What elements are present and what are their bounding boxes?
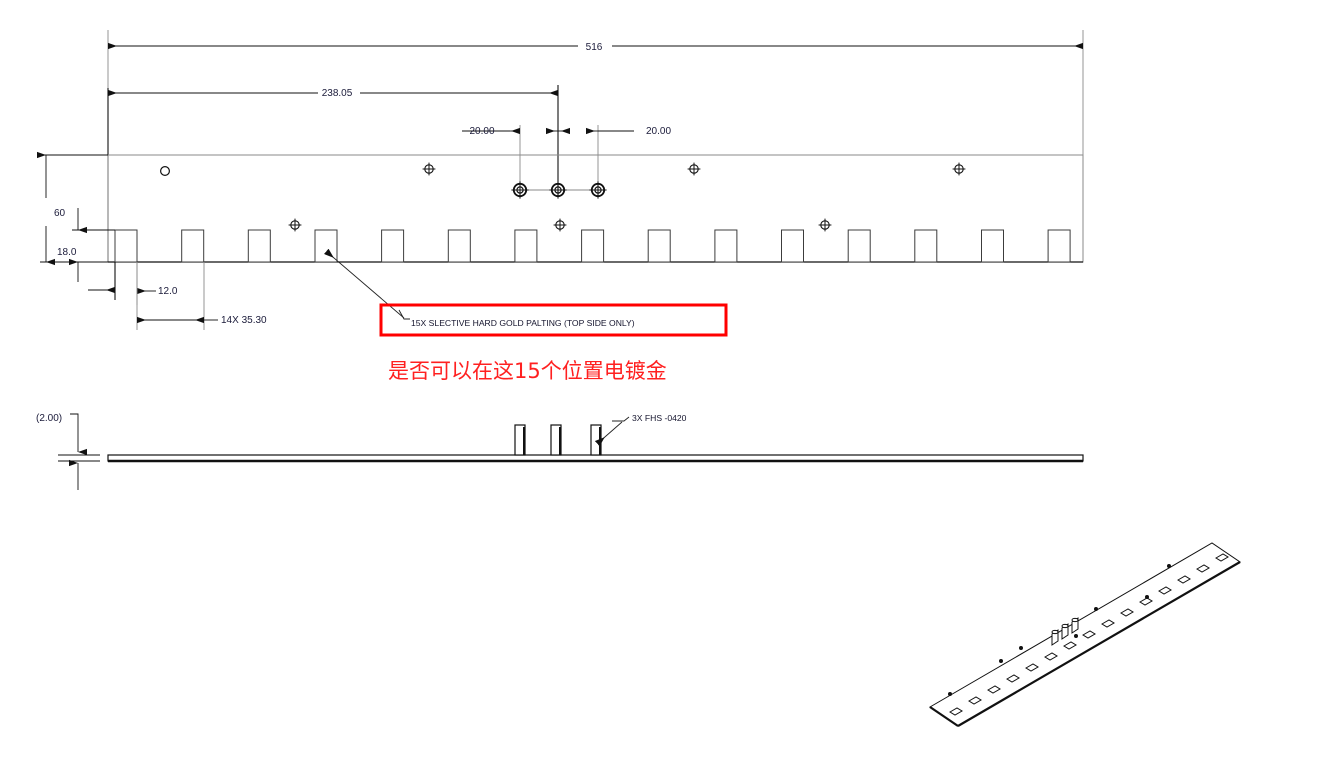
iso-standoff-1-top (1051, 629, 1059, 635)
standoff-posts (514, 424, 602, 456)
iso-tab-2 (968, 696, 982, 705)
fiducial-3 (952, 162, 966, 176)
iso-standoff-2-top (1061, 623, 1069, 629)
iso-hole-7 (1167, 564, 1171, 568)
side-view-group: (2.00) (36, 413, 1084, 490)
iso-tab-group (949, 553, 1229, 716)
dim-edge-offset (88, 262, 116, 300)
standoff-hole-group (510, 180, 608, 200)
dim-label-center-right-offset: 20.00 (646, 126, 671, 137)
fiducial-4 (288, 218, 302, 232)
dim-label-thickness: (2.00) (36, 413, 62, 424)
iso-hole-1 (948, 692, 952, 696)
tab-6 (447, 229, 471, 263)
tab-15 (1047, 229, 1071, 263)
iso-tab-4 (1006, 674, 1020, 683)
iso-hole-5 (1094, 607, 1098, 611)
isometric-view-group (929, 542, 1241, 727)
iso-hole-dots (948, 564, 1171, 696)
mounting-hole-plain (160, 166, 171, 177)
iso-tab-11 (1139, 597, 1153, 606)
dim-center-spacing: 20.00 20.00 (462, 125, 671, 186)
standoff-hole-3 (588, 180, 608, 200)
iso-hole-6 (1145, 595, 1149, 599)
iso-tab-12 (1158, 586, 1172, 595)
tab-14 (981, 229, 1004, 263)
thickness-leader (70, 413, 79, 420)
dim-label-center-left-offset: 20.00 (469, 126, 494, 137)
dim-label-tab-height: 18.0 (57, 247, 77, 258)
iso-tab-15 (1215, 553, 1229, 562)
dim-overall-height: 60 (37, 151, 108, 266)
tab-10 (714, 229, 738, 263)
iso-tab-10 (1120, 608, 1134, 617)
standoff-note-tick (612, 416, 630, 422)
tab-9 (647, 229, 671, 263)
iso-hole-2 (999, 659, 1003, 663)
iso-tab-7 (1063, 641, 1077, 650)
dim-tab-height: 18.0 (57, 208, 115, 282)
standoff-note-text: 3X FHS -0420 (632, 413, 687, 423)
gold-plating-note-box (379, 303, 728, 337)
dim-label-overall-height: 60 (54, 208, 66, 219)
gold-finger-tabs (114, 229, 1071, 263)
standoff-hole-1 (510, 180, 530, 200)
standoff-hole-2 (548, 180, 568, 200)
dim-tab-pitch: 14X 35.30 (136, 262, 267, 330)
tab-2 (181, 229, 205, 263)
dim-label-tab-pitch: 14X 35.30 (221, 315, 267, 326)
standoff-note-leader (594, 416, 630, 447)
tab-5 (381, 229, 405, 263)
iso-standoff-group (1051, 617, 1079, 646)
iso-hole-3 (1019, 646, 1023, 650)
chinese-question-text: 是否可以在这15个位置电镀金 (388, 359, 667, 383)
fiducial-5 (553, 218, 567, 232)
fiducial-2 (687, 162, 701, 176)
iso-tab-13 (1177, 575, 1191, 584)
tab-7 (514, 229, 538, 263)
fiducial-6 (818, 218, 832, 232)
iso-tab-8 (1082, 630, 1096, 639)
dim-label-tab-width: 12.0 (158, 286, 178, 297)
gold-plating-annotation: 15X SLECTIVE HARD GOLD PALTING (TOP SIDE… (379, 303, 728, 383)
top-view-group: 516 238.05 20.00 20.00 (37, 30, 1084, 330)
dim-tab-width: 12.0 (136, 262, 178, 305)
fiducial-1 (422, 162, 436, 176)
dim-thickness: (2.00) (36, 413, 100, 490)
iso-tab-9 (1101, 619, 1115, 628)
dim-overall-length: 516 (108, 42, 1083, 53)
iso-tab-14 (1196, 564, 1210, 573)
tab-1 (114, 229, 138, 263)
iso-tab-1 (949, 707, 963, 716)
tab-11 (781, 229, 804, 263)
gold-plating-note-tick (398, 309, 410, 320)
iso-standoff-3-top (1071, 617, 1079, 623)
dim-datum-to-center: 238.05 (108, 85, 559, 196)
iso-tab-5 (1025, 663, 1039, 672)
fiducial-marks-upper (422, 162, 966, 176)
tab-3 (247, 229, 271, 263)
tab-12 (847, 229, 871, 263)
dim-label-datum-to-center: 238.05 (322, 88, 353, 99)
iso-hole-4 (1074, 634, 1078, 638)
fiducial-marks-lower (288, 218, 832, 232)
dim-label-overall-length: 516 (586, 42, 603, 53)
gold-plating-leader (323, 248, 405, 319)
iso-tab-3 (987, 685, 1001, 694)
iso-tab-6 (1044, 652, 1058, 661)
gold-plating-note-text: 15X SLECTIVE HARD GOLD PALTING (TOP SIDE… (411, 318, 635, 328)
iso-board-front-edge (957, 561, 1241, 727)
tab-13 (914, 229, 938, 263)
iso-board-left-edge (929, 706, 959, 727)
tab-8 (581, 229, 605, 263)
